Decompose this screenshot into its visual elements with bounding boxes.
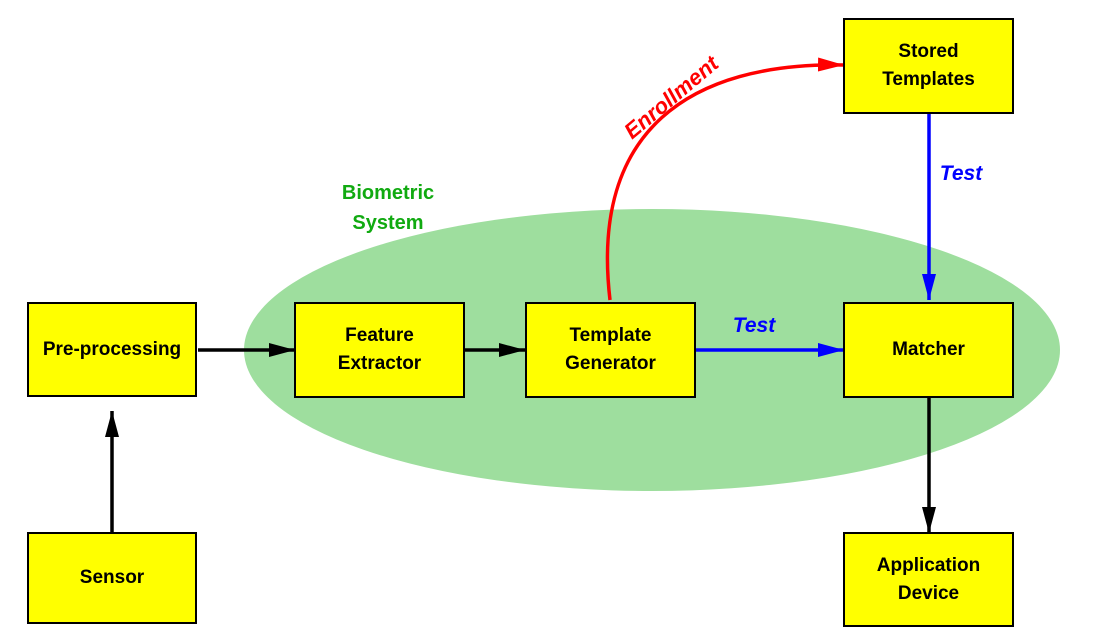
node-template-generator: Template Generator bbox=[525, 302, 696, 398]
node-stored-templates-line2: Templates bbox=[882, 69, 975, 90]
node-stored-templates-line1: Stored bbox=[898, 41, 959, 62]
node-template-generator-line1: Template bbox=[569, 325, 652, 346]
node-application-device-line2: Device bbox=[897, 582, 960, 604]
node-matcher: Matcher bbox=[843, 302, 1014, 398]
node-feature-extractor-line2: Extractor bbox=[337, 353, 422, 374]
test-label-horizontal: Test bbox=[733, 314, 776, 337]
node-sensor: Sensor bbox=[27, 532, 197, 624]
node-matcher-label: Matcher bbox=[892, 339, 965, 360]
enrollment-label: Enrollment bbox=[619, 50, 724, 144]
node-feature-extractor: Feature Extractor bbox=[294, 302, 465, 398]
edge-enrollment-to-stored-templates bbox=[605, 57, 845, 301]
node-stored-templates: Stored Templates bbox=[843, 18, 1014, 114]
node-preprocessing-label: Pre-processing bbox=[42, 338, 182, 360]
node-application-device-line1: Application bbox=[876, 554, 981, 576]
biometric-system-label: Biometric System bbox=[318, 178, 458, 238]
node-application-device: Application Device bbox=[843, 532, 1014, 627]
node-sensor-label: Sensor bbox=[79, 567, 145, 588]
biometric-system-label-line1: Biometric bbox=[341, 182, 435, 204]
node-template-generator-line2: Generator bbox=[565, 353, 656, 374]
node-feature-extractor-line1: Feature bbox=[345, 325, 414, 346]
biometric-system-label-line2: System bbox=[352, 212, 424, 234]
test-label-vertical: Test bbox=[940, 162, 983, 185]
node-preprocessing: Pre-processing bbox=[27, 302, 197, 397]
